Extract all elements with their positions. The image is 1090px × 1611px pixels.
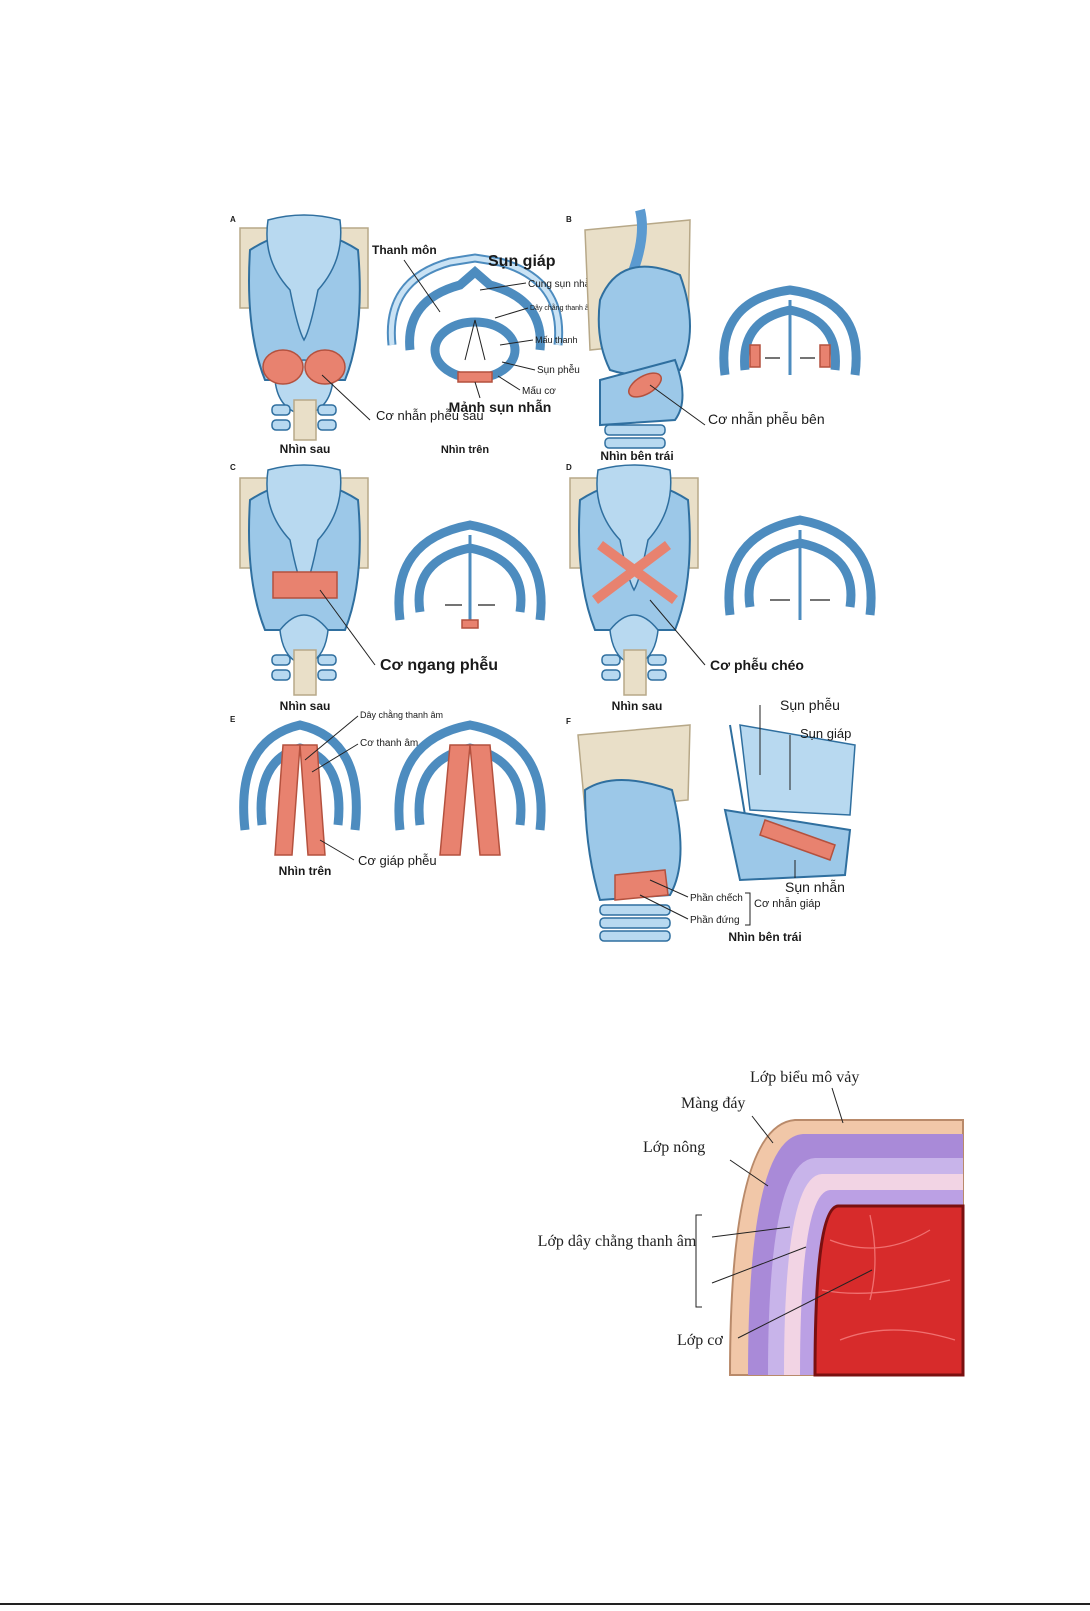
view-label-posterior-c: Nhìn sau xyxy=(280,699,331,713)
panel-letter-e: E xyxy=(230,715,236,724)
view-label-posterior-a: Nhìn sau xyxy=(280,442,331,456)
view-label-lateral-b: Nhìn bên trái xyxy=(600,449,673,463)
panel-e-superior: E Nhìn trên Dây chằng thanh âm Cơ thanh … xyxy=(230,710,546,878)
label-lop-nong: Lớp nông xyxy=(643,1139,705,1156)
panel-b-lateral-view: B Nhìn bên trái Cơ nhẫn phễu bên xyxy=(566,208,861,463)
label-co-thanh-am: Cơ thanh âm xyxy=(360,738,418,749)
panel-letter-c: C xyxy=(230,463,236,472)
label-co-nhan-pheu-sau: Cơ nhẫn phễu sau xyxy=(376,408,484,423)
label-manh-sun-nhan: Mảnh sụn nhẫn xyxy=(449,399,552,415)
label-co-giap-pheu: Cơ giáp phễu xyxy=(358,853,437,868)
label-thanh-mon: Thanh môn xyxy=(372,243,437,257)
label-lop-co: Lớp cơ xyxy=(677,1332,723,1349)
panel-c-posterior: C Nhìn sau Cơ ngang phễu xyxy=(230,463,546,713)
label-lop-day-chang-thanh-am: Lớp dây chằng thanh âm xyxy=(538,1233,697,1250)
label-mau-thanh: Mấu thanh xyxy=(535,335,578,345)
label-co-nhan-pheu-ben: Cơ nhẫn phễu bên xyxy=(708,411,825,427)
label-cung-sun-nhan: Cung sụn nhẫn xyxy=(528,277,596,290)
label-co-pheu-cheo: Cơ phễu chéo xyxy=(710,657,804,673)
panel-a-posterior-larynx: A Nhìn sau Cơ nhẫn phễu sau xyxy=(230,214,484,456)
panel-letter-d: D xyxy=(566,463,572,472)
page-bottom-rule xyxy=(0,1603,1090,1605)
label-sun-nhan-f: Sụn nhẫn xyxy=(785,879,845,895)
view-label-lateral-f: Nhìn bên trái xyxy=(728,930,801,944)
label-lop-bieu-mo-vay: Lớp biểu mô vảy xyxy=(750,1069,859,1086)
figure-vocal-fold-layers: Lớp biểu mô vảy Màng đáy Lớp nông Lớp dâ… xyxy=(538,1069,965,1377)
view-label-posterior-d: Nhìn sau xyxy=(612,699,663,713)
panel-f-lateral: F Phần chếch Phần đứng Cơ nhẫn giáp Nhìn… xyxy=(566,697,856,944)
panel-d-posterior: D Nhìn sau Cơ phễu chéo xyxy=(566,463,876,713)
label-co-ngang-pheu: Cơ ngang phễu xyxy=(380,655,498,674)
label-co-nhan-giap: Cơ nhẫn giáp xyxy=(754,897,821,910)
label-sun-pheu-a: Sụn phễu xyxy=(537,363,580,376)
label-sun-pheu-f: Sụn phễu xyxy=(780,697,840,713)
label-sun-giap-a: Sụn giáp xyxy=(488,253,556,270)
label-mau-co: Mấu cơ xyxy=(522,385,556,397)
panel-letter-a: A xyxy=(230,215,236,224)
label-phan-chech: Phần chếch xyxy=(690,892,743,904)
label-sun-giap-f: Sụn giáp xyxy=(800,726,851,741)
label-mang-day: Màng đáy xyxy=(681,1095,745,1112)
label-day-chang-thanh-am-e: Dây chằng thanh âm xyxy=(360,710,443,720)
panel-letter-f: F xyxy=(566,717,571,726)
figure-larynx-muscles: A Nhìn sau Cơ nhẫn phễu sau xyxy=(230,208,876,944)
label-day-chang-thanh-am-a: Dây chằng thanh âm xyxy=(530,303,595,312)
panel-a-superior-view: Thanh môn Sụn giáp Cung sụn nhẫn Dây chằ… xyxy=(372,243,596,456)
view-label-superior-e: Nhìn trên xyxy=(279,864,332,878)
view-label-superior-a: Nhìn trên xyxy=(441,444,490,456)
panel-letter-b: B xyxy=(566,215,572,224)
label-phan-dung: Phần đứng xyxy=(690,914,740,926)
